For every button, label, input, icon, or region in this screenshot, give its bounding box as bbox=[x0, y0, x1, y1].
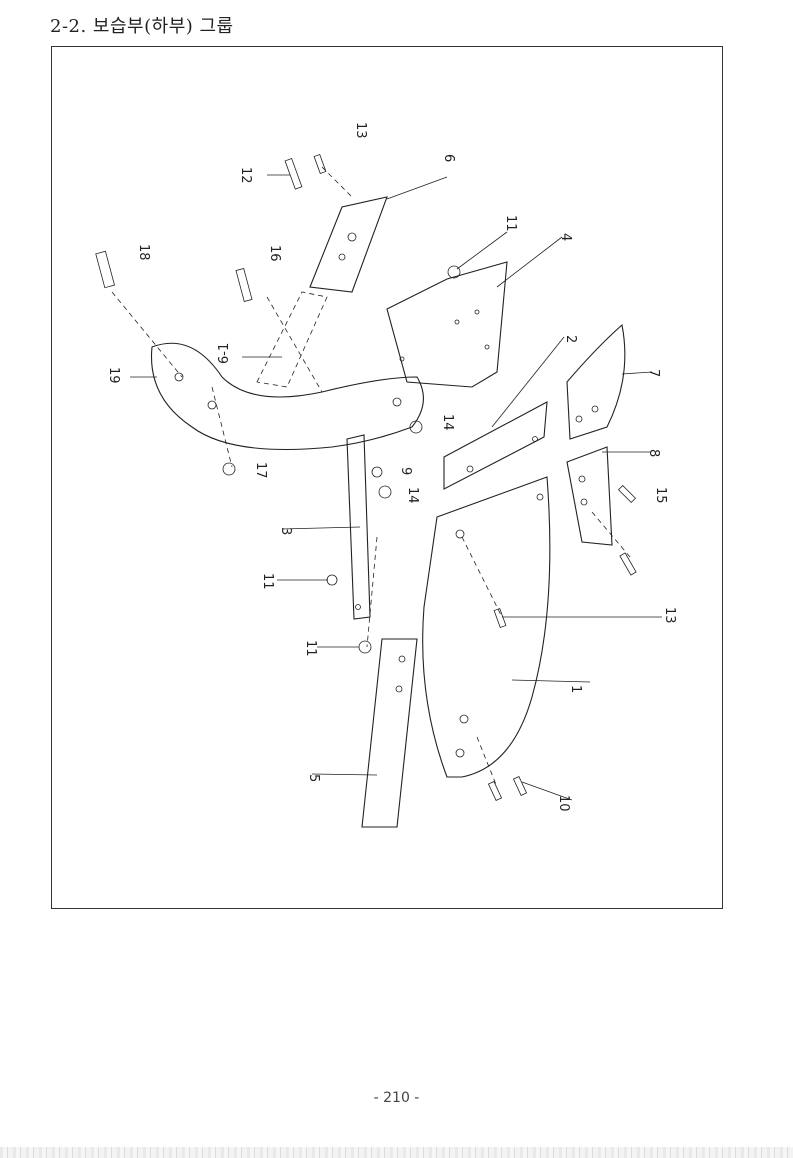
callout-15: 15 bbox=[653, 487, 668, 504]
part-9-nut bbox=[371, 466, 383, 478]
part-13-bolt bbox=[619, 552, 637, 576]
scan-edge bbox=[0, 1147, 793, 1158]
callout-16: 16 bbox=[267, 245, 282, 262]
part-16-bolt bbox=[235, 268, 253, 302]
part-3-bar bbox=[346, 434, 371, 620]
callout-6-1: 6-1 bbox=[217, 343, 232, 364]
part-5-blade bbox=[361, 638, 418, 828]
callout-14: 14 bbox=[440, 414, 455, 431]
part-10-bolt bbox=[512, 776, 528, 796]
callout-9: 9 bbox=[398, 467, 413, 475]
part-15-bolt bbox=[617, 484, 637, 504]
callout-10: 10 bbox=[556, 795, 571, 812]
parts-diagram-drawing: 1 2 3 4 5 6 6-1 7 8 9 10 11 11 11 12 13 … bbox=[95, 122, 677, 828]
callout-11: 11 bbox=[260, 573, 275, 590]
callout-11: 11 bbox=[303, 640, 318, 657]
callout-19: 19 bbox=[106, 367, 121, 384]
callout-14: 14 bbox=[405, 487, 420, 504]
callout-13: 13 bbox=[353, 122, 368, 139]
callout-7: 7 bbox=[646, 369, 661, 377]
part-6-1-bracket bbox=[256, 291, 328, 388]
callout-17: 17 bbox=[253, 462, 268, 479]
part-13-bolt bbox=[313, 154, 327, 174]
part-11-nut bbox=[326, 574, 338, 586]
page-number: - 210 - bbox=[373, 1090, 420, 1106]
part-14-nut bbox=[378, 485, 392, 499]
part-11-nut bbox=[447, 265, 461, 279]
callout-4: 4 bbox=[558, 233, 573, 241]
part-19-frame bbox=[150, 342, 424, 451]
part-6-bracket bbox=[309, 196, 388, 293]
callout-3: 3 bbox=[278, 527, 293, 535]
part-17-nut bbox=[222, 462, 236, 476]
part-2-plate bbox=[443, 401, 548, 490]
exploded-parts-diagram: 1 2 3 4 5 6 6-1 7 8 9 10 11 11 11 12 13 … bbox=[51, 46, 723, 909]
part-13-bolt bbox=[493, 608, 507, 628]
part-18-bolt bbox=[95, 250, 115, 289]
callout-6: 6 bbox=[441, 154, 456, 162]
callout-8: 8 bbox=[646, 449, 661, 457]
part-10-bolt bbox=[487, 781, 503, 801]
part-12-bolt bbox=[284, 158, 303, 190]
callout-12: 12 bbox=[238, 167, 253, 184]
part-14-nut bbox=[409, 420, 423, 434]
callout-5: 5 bbox=[306, 774, 321, 782]
part-8-plate bbox=[566, 446, 613, 546]
callout-1: 1 bbox=[568, 685, 583, 693]
page-heading: 2-2. 보습부(하부) 그룹 bbox=[50, 16, 234, 37]
part-1-moldboard bbox=[422, 476, 551, 778]
callout-2: 2 bbox=[563, 335, 578, 343]
part-4-plate bbox=[386, 261, 508, 388]
callout-13: 13 bbox=[662, 607, 677, 624]
callout-18: 18 bbox=[136, 244, 151, 261]
callout-11: 11 bbox=[503, 215, 518, 232]
part-11-nut bbox=[358, 640, 372, 654]
part-7-wing bbox=[566, 323, 626, 440]
